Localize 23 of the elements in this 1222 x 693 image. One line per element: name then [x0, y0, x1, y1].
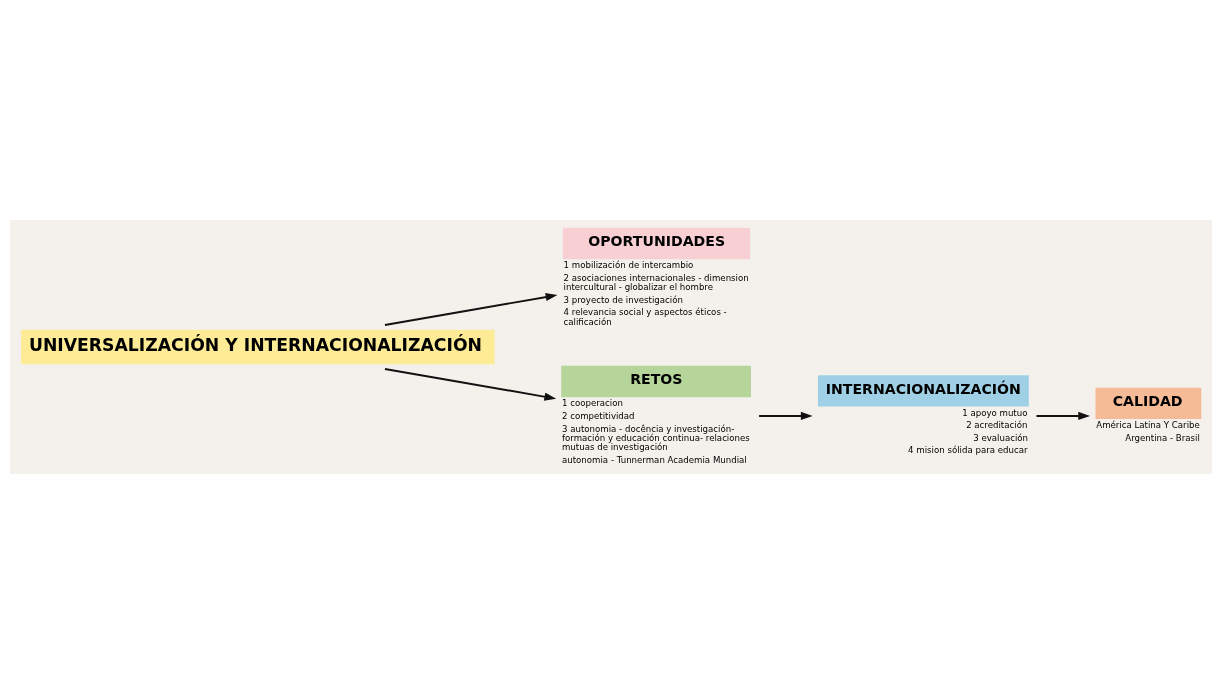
node-label: 1 cooperacion [562, 397, 623, 408]
node-label: 1 apoyo mutuo [962, 407, 1028, 418]
node-box: UNIVERSALIZACIÓN Y INTERNACIONALIZACIÓN [21, 329, 495, 364]
node-box: CALIDAD [1095, 387, 1202, 419]
node-label: 1 mobilización de intercambio [563, 259, 694, 270]
arrow [1035, 411, 1091, 420]
node-label: América Latina Y Caribe [1096, 419, 1200, 430]
node-label: 2 competitividad [562, 410, 635, 421]
node-label: 2 acreditación [966, 419, 1028, 430]
arrow [383, 367, 557, 401]
arrow [758, 411, 813, 420]
node-label: 2 asociaciones internacionales - dimension intercultural - globalizar el hombre [563, 272, 749, 292]
node-label: autonomia - Tunnerman Academia Mundial [562, 454, 747, 465]
node-box: INTERNACIONALIZACIÓN [817, 374, 1029, 407]
node-label: 4 relevancia social y aspectos éticos - calificación [563, 306, 727, 327]
node-label: 3 proyecto de investigación [563, 294, 683, 305]
node-box: OPORTUNIDADES [562, 227, 751, 259]
node-label: Argentina - Brasil [1125, 432, 1200, 443]
node-label: 4 mision sólida para educar [908, 444, 1028, 455]
node-label: 3 evaluación [973, 432, 1029, 443]
node-box: RETOS [561, 365, 751, 397]
arrow [383, 292, 558, 326]
node-label: 3 autonomia - docência y investigación- formación y educación continua- relaciones mutuas de investigación [562, 423, 750, 452]
